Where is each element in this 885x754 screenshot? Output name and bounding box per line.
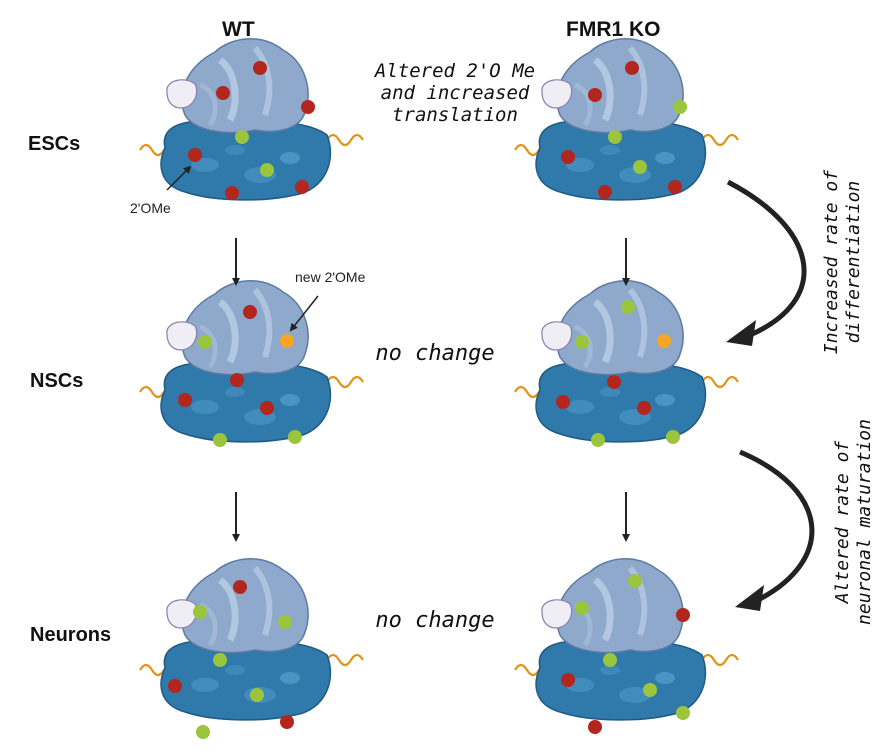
column-title-fmr1-ko: FMR1 KO	[566, 18, 661, 41]
curved-arrow-differentiation	[726, 179, 807, 338]
curved-arrow-differentiation-head	[726, 320, 756, 346]
curved-arrow-maturation	[739, 449, 815, 603]
note-no-change-neurons: no change	[375, 608, 495, 633]
row-label-nscs: NSCs	[30, 370, 84, 392]
curved-arrow-maturation-head	[735, 585, 764, 611]
note-altered-maturation: Altered rate of neuronal maturation	[832, 402, 876, 642]
note-maturation-line1: Altered rate of	[832, 440, 853, 604]
ribosome-ko-nscs	[515, 281, 738, 447]
row-label-neurons: Neurons	[30, 624, 112, 646]
note-increased-line2: differentiation	[843, 180, 864, 344]
row-label-escs: ESCs	[28, 133, 81, 155]
pointer-new-2ome	[289, 295, 319, 332]
ribosome-ko-neurons	[515, 559, 738, 734]
ribosome-wt-nscs	[140, 281, 363, 447]
column-title-wt: WT	[222, 18, 255, 41]
note-increased-line1: Increased rate of	[821, 169, 842, 355]
label-new-2ome: new 2'OMe	[295, 269, 366, 285]
label-2ome: 2'OMe	[130, 200, 171, 216]
note-altered-2ome: Altered 2'O Me and increased translation	[345, 60, 565, 126]
note-altered-line3: translation	[392, 104, 518, 126]
note-maturation-line2: neuronal maturation	[854, 419, 875, 625]
note-altered-line2: and increased	[380, 82, 530, 104]
note-increased-differentiation: Increased rate of differentiation	[821, 152, 865, 372]
pointer-2ome	[166, 165, 192, 191]
note-altered-line1: Altered 2'O Me	[374, 60, 536, 82]
note-no-change-nscs: no change	[375, 341, 495, 366]
ribosome-wt-neurons	[140, 559, 363, 739]
ribosome-wt-escs	[140, 39, 363, 200]
